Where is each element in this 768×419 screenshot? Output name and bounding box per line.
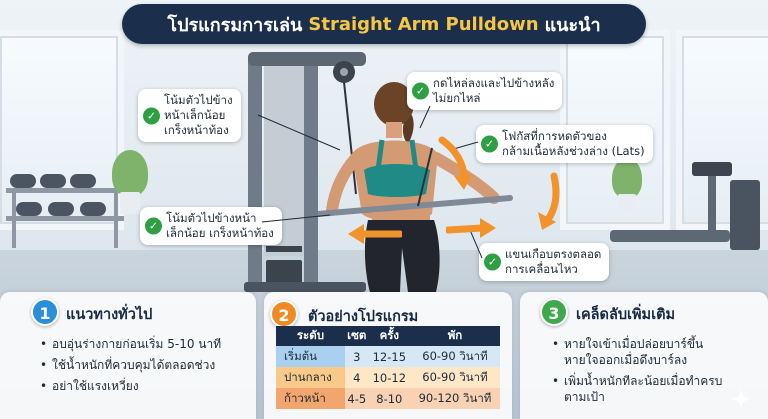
list-item-line: หายใจออกเมื่อดึงบาร์ลง bbox=[564, 353, 688, 367]
arrow-right-icon bbox=[446, 218, 496, 238]
col-header-level: ระดับ bbox=[276, 326, 345, 346]
window-left bbox=[0, 30, 124, 230]
table-cell: เริ่มต้น bbox=[276, 346, 345, 367]
list-item: ใช้น้ำหนักที่ควบคุมได้ตลอดช่วง bbox=[40, 357, 221, 373]
check-icon: ✓ bbox=[484, 253, 501, 271]
table-cell: ก้าวหน้า bbox=[276, 388, 345, 409]
check-icon: ✓ bbox=[143, 107, 160, 124]
callout-line: เล็กน้อย เกร็งหน้าท้อง bbox=[166, 226, 274, 240]
list-item: หายใจเข้าเมื่อปล่อยบาร์ขึ้น หายใจออกเมื่… bbox=[552, 336, 722, 368]
table-cell: ปานกลาง bbox=[276, 367, 345, 388]
step-badge-3: 3 bbox=[540, 298, 568, 326]
panel-program-title: ตัวอย่างโปรแกรม bbox=[308, 309, 419, 325]
title-exercise-name: Straight Arm Pulldown bbox=[308, 13, 539, 35]
tips-list: หายใจเข้าเมื่อปล่อยบาร์ขึ้น หายใจออกเมื่… bbox=[552, 336, 722, 410]
callout-line: โฟกัสที่การหดตัวของ bbox=[502, 129, 607, 143]
athlete-figure bbox=[318, 82, 513, 292]
title-prefix: โปรแกรมการเล่น bbox=[167, 14, 303, 36]
sparkle-icon bbox=[730, 388, 752, 410]
callout-arms-straight: ✓ แขนเกือบตรงตลอด การเคลื่อนไหว bbox=[479, 243, 610, 281]
list-item: เพิ่มน้ำหนักทีละน้อยเมื่อทำครบ ตามเป้า bbox=[552, 373, 722, 405]
callout-shoulders: ✓ กดไหล่ลงและไปข้างหลัง ไม่ยกไหล่ bbox=[407, 72, 563, 110]
col-header-sets: เซต bbox=[344, 326, 369, 346]
arrow-down-icon bbox=[438, 136, 472, 190]
callout-line: แขนเกือบตรงตลอด bbox=[505, 247, 602, 261]
table-row: ปานกลาง 4 10-12 60-90 วินาที bbox=[276, 367, 500, 388]
check-icon: ✓ bbox=[481, 135, 498, 153]
table-cell: 12-15 bbox=[368, 346, 410, 367]
callout-line: โน้มตัวไปข้างหน้า bbox=[166, 211, 257, 225]
callout-connectors bbox=[257, 105, 483, 259]
dumbbell-rack bbox=[6, 170, 124, 248]
arrow-left-icon bbox=[348, 224, 402, 244]
table-row: เริ่มต้น 3 12-15 60-90 วินาที bbox=[276, 346, 500, 367]
table-header-row: ระดับ เซต ครั้ง พัก bbox=[276, 326, 500, 346]
program-table: ระดับ เซต ครั้ง พัก เริ่มต้น 3 12-15 60-… bbox=[276, 326, 500, 409]
callout-lean-forward-mid: ✓ โน้มตัวไปข้างหน้า เล็กน้อย เกร็งหน้าท้… bbox=[140, 207, 282, 245]
table-cell: 10-12 bbox=[368, 367, 410, 388]
guide-list: อบอุ่นร่างกายก่อนเริ่ม 5-10 นาที ใช้น้ำห… bbox=[40, 336, 221, 399]
table-cell: 60-90 วินาที bbox=[409, 346, 500, 367]
table-row: ก้าวหน้า 4-5 8-10 90-120 วินาที bbox=[276, 388, 500, 409]
table-cell: 90-120 วินาที bbox=[409, 388, 500, 409]
callout-lean-forward-top: ✓ โน้มตัวไปข้าง หน้าเล็กน้อย เกร็งหน้าท้… bbox=[138, 89, 241, 142]
callout-focus-lats: ✓ โฟกัสที่การหดตัวของ กล้ามเนื้อหลังช่วง… bbox=[476, 125, 653, 163]
check-icon: ✓ bbox=[412, 82, 429, 100]
list-item: อบอุ่นร่างกายก่อนเริ่ม 5-10 นาที bbox=[40, 336, 221, 352]
callout-line: กล้ามเนื้อหลังช่วงล่าง (Lats) bbox=[502, 144, 645, 158]
list-item-line: หายใจเข้าเมื่อปล่อยบาร์ขึ้น bbox=[564, 337, 704, 351]
callout-line: โน้มตัวไปข้าง bbox=[164, 93, 233, 107]
step-badge-2: 2 bbox=[270, 300, 298, 328]
list-item-line: ตามเป้า bbox=[564, 390, 605, 404]
page-title: โปรแกรมการเล่น Straight Arm Pulldown แนะ… bbox=[122, 4, 646, 44]
treadmill bbox=[610, 162, 760, 250]
plant-right bbox=[612, 158, 642, 198]
callout-line: ไม่ยกไหล่ bbox=[433, 91, 481, 105]
step-badge-1: 1 bbox=[31, 298, 59, 326]
table-cell: 60-90 วินาที bbox=[409, 367, 500, 388]
table-cell: 4 bbox=[344, 367, 369, 388]
callout-line: เกร็งหน้าท้อง bbox=[164, 123, 229, 137]
col-header-reps: ครั้ง bbox=[368, 326, 410, 346]
list-item: อย่าใช้แรงเหวี่ยง bbox=[40, 378, 221, 394]
table-cell: 8-10 bbox=[368, 388, 410, 409]
arrow-curve-icon bbox=[538, 172, 560, 230]
callout-line: กดไหล่ลงและไปข้างหลัง bbox=[433, 76, 555, 90]
table-cell: 4-5 bbox=[344, 388, 369, 409]
list-item-line: เพิ่มน้ำหนักทีละน้อยเมื่อทำครบ bbox=[564, 374, 723, 388]
plant-left bbox=[112, 150, 148, 196]
callout-line: การเคลื่อนไหว bbox=[505, 262, 578, 276]
col-header-rest: พัก bbox=[409, 326, 500, 346]
callout-line: หน้าเล็กน้อย bbox=[164, 108, 226, 122]
panel-tips-title: เคล็ดลับเพิ่มเติม bbox=[576, 307, 676, 323]
check-icon: ✓ bbox=[145, 217, 162, 235]
table-cell: 3 bbox=[344, 346, 369, 367]
title-suffix: แนะนำ bbox=[544, 14, 601, 36]
window-far-right bbox=[676, 30, 768, 230]
panel-guide-title: แนวทางทั่วไป bbox=[66, 307, 153, 323]
